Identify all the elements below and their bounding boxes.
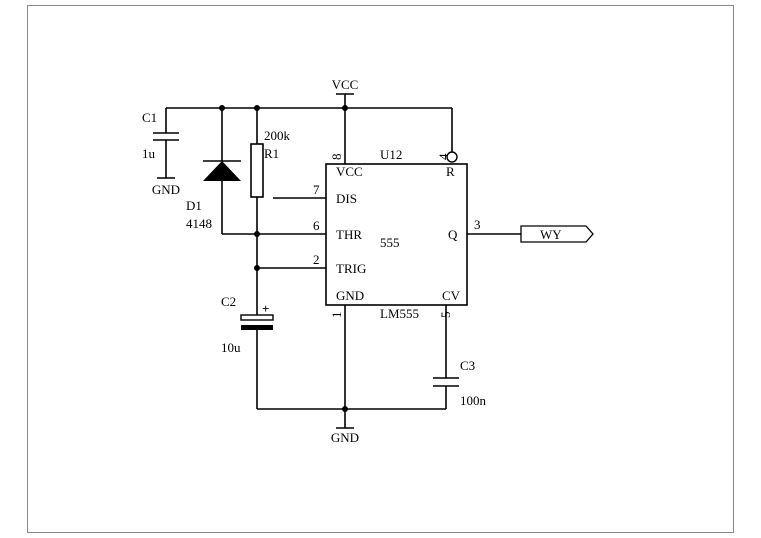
capacitor-c3: C3 100n: [433, 305, 487, 409]
pin-name-thr: THR: [336, 227, 362, 242]
sheet-border: [27, 5, 734, 533]
resistor-r1: 200k R1: [250, 108, 291, 234]
ic-555-u12: U12 LM555 555 VCC R DIS THR TRIG GND CV …: [313, 147, 481, 321]
c3-ref: C3: [460, 358, 475, 373]
pin-name-cv: CV: [442, 288, 461, 303]
c1-ref: C1: [142, 110, 157, 125]
pin-name-trig: TRIG: [336, 261, 366, 276]
pin-number-cv: 5: [438, 312, 453, 319]
timing-wires: [222, 197, 326, 315]
pin-name-dis: DIS: [336, 191, 357, 206]
net-port-label: WY: [540, 227, 562, 242]
net-port-wy: WY: [467, 225, 594, 243]
vcc-rail: [166, 105, 453, 164]
pin-number-gnd: 1: [329, 312, 344, 319]
c3-value: 100n: [460, 393, 487, 408]
ic-body-label: 555: [380, 235, 400, 250]
gnd-bottom-label: GND: [331, 430, 359, 445]
d1-value: 4148: [186, 216, 212, 231]
c2-polarity: +: [262, 301, 269, 316]
capacitor-c2: + C2 10u: [221, 294, 274, 409]
diode-d1: D1 4148: [186, 108, 241, 234]
vcc-power-symbol: VCC: [332, 77, 359, 108]
pin-number-trig: 2: [313, 252, 320, 267]
pin-number-vcc: 8: [329, 154, 344, 161]
r1-value: 200k: [264, 128, 291, 143]
c2-value: 10u: [221, 340, 241, 355]
ic-part: LM555: [380, 306, 419, 321]
c2-ref: C2: [221, 294, 236, 309]
d1-ref: D1: [186, 198, 202, 213]
pin-number-dis: 7: [313, 182, 320, 197]
pin-number-reset: 4: [436, 153, 451, 160]
vcc-label: VCC: [332, 77, 359, 92]
pin-name-gnd: GND: [336, 288, 364, 303]
pin-number-thr: 6: [313, 218, 320, 233]
r1-ref: R1: [264, 146, 279, 161]
capacitor-c1: C1 1u GND: [142, 108, 180, 197]
pin-number-q: 3: [474, 217, 481, 232]
pin-name-vcc: VCC: [336, 164, 363, 179]
c1-value: 1u: [142, 146, 156, 161]
pin-name-q: Q: [448, 227, 458, 242]
gnd-c1-label: GND: [152, 182, 180, 197]
pin-name-reset: R: [446, 164, 455, 179]
ground-rail: GND: [257, 305, 446, 445]
ic-ref: U12: [380, 147, 402, 162]
